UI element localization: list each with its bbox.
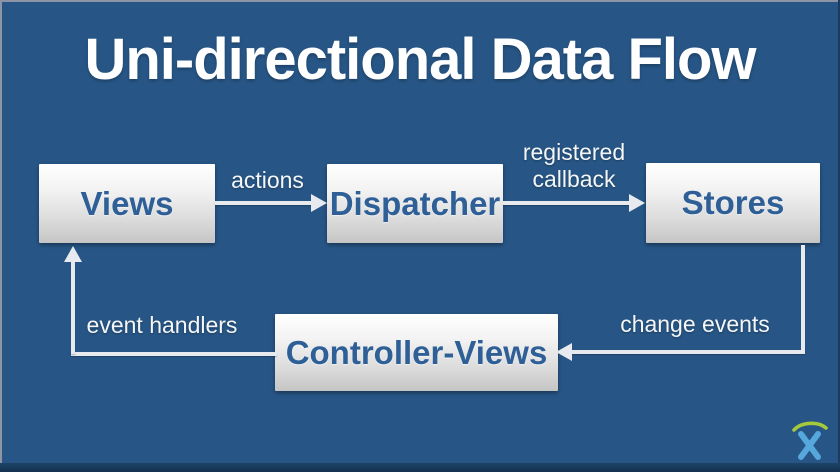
page-title: Uni-directional Data Flow xyxy=(84,27,756,92)
registered-callback-arrow-line xyxy=(503,201,631,205)
node-dispatcher-label: Dispatcher xyxy=(329,184,501,222)
actions-arrowhead-icon xyxy=(311,194,327,212)
node-dispatcher: Dispatcher xyxy=(327,164,503,243)
event-handlers-arrowhead-icon xyxy=(64,246,82,262)
slide-bottom-band xyxy=(0,463,840,472)
event-handlers-label: event handlers xyxy=(86,312,238,338)
node-views: Views xyxy=(39,164,215,243)
slide-left-edge xyxy=(0,0,2,472)
change-events-arrow-line-vertical xyxy=(801,245,805,352)
event-handlers-arrow-line-horizontal xyxy=(71,352,277,356)
change-events-label: change events xyxy=(620,311,770,337)
atlassian-logo-icon xyxy=(792,421,828,460)
change-events-arrow-line-horizontal xyxy=(572,350,805,354)
node-controller-views: Controller-Views xyxy=(275,314,558,391)
registered-callback-arrowhead-icon xyxy=(629,194,645,212)
node-controller-views-label: Controller-Views xyxy=(285,333,548,371)
actions-label: actions xyxy=(231,167,304,193)
registered-callback-label: registered callback xyxy=(522,139,626,193)
node-views-label: Views xyxy=(80,184,174,222)
slide-right-edge xyxy=(838,0,840,472)
slide-top-edge xyxy=(0,0,840,2)
node-stores-label: Stores xyxy=(681,184,785,221)
event-handlers-arrow-line-vertical xyxy=(71,262,75,354)
change-events-arrowhead-icon xyxy=(556,343,572,361)
actions-arrow-line xyxy=(215,201,315,205)
node-stores: Stores xyxy=(646,163,820,243)
